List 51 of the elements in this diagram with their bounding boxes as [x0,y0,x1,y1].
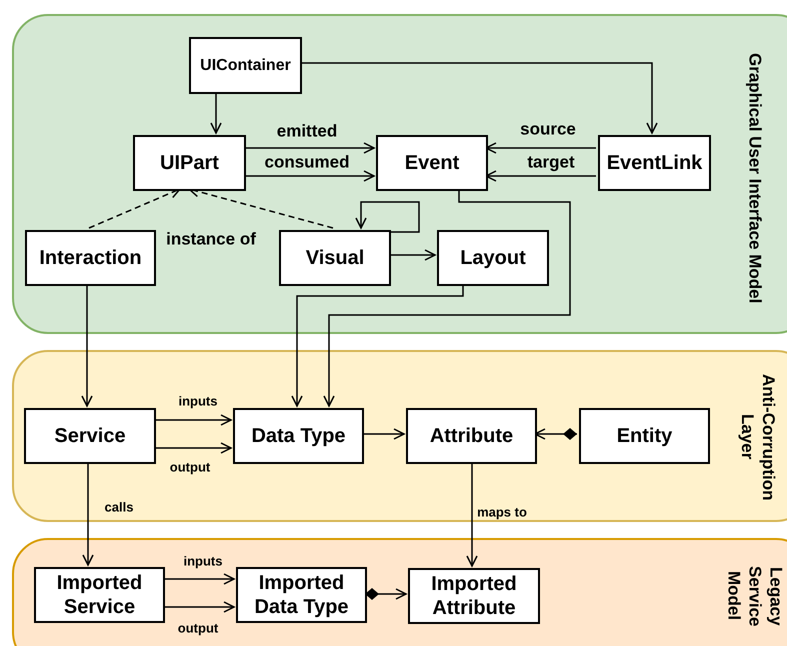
arrow [210,92,222,134]
class-box: UIContainer [189,37,302,94]
edge-label: inputs [184,552,222,570]
class-box: UIPart [133,135,246,191]
layer-panel [12,14,787,334]
note-text: instance of [166,228,256,250]
layer-panel [12,538,787,646]
arrow [163,573,235,585]
edge-label: output [178,619,218,638]
edge-label: maps to [477,503,527,522]
class-box: Imported Data Type [236,567,367,623]
class-box: Interaction [25,230,156,286]
arrow [163,601,235,613]
layer-panel [12,350,787,522]
arrow [291,284,464,407]
edge-label: inputs [178,392,218,410]
arrow [485,142,596,154]
edge-label: emitted [276,120,338,142]
arrow [244,170,375,182]
arrow [82,462,94,566]
arrow [81,284,93,407]
panel-title: Graphical User Interface Model [744,52,766,304]
arrow [323,189,571,407]
arrow [389,249,436,261]
arrow [466,462,478,567]
class-box: Event [376,135,488,191]
arrow [365,588,407,600]
arrow [485,170,596,182]
arrow [355,201,420,233]
arrow [154,414,232,426]
panel-title: Legacy Service Model [724,564,786,628]
class-box: Imported Attribute [408,568,540,624]
panel-title: Anti-Corruption Layer [737,372,779,502]
arrow [154,442,232,454]
class-box: Entity [579,408,710,464]
class-box: Imported Service [34,567,165,623]
class-box: Visual [279,230,391,286]
class-box: Layout [437,230,549,286]
edge-label: calls [104,498,134,516]
arrow [244,142,375,154]
class-box: Service [24,408,156,464]
class-box: Attribute [406,408,537,464]
class-box: Data Type [233,408,364,464]
edge-label: target [527,151,575,174]
class-box: EventLink [598,135,711,191]
edge-label: source [520,118,576,140]
edge-label: consumed [264,151,350,174]
arrow [362,428,405,440]
arrow [300,62,658,134]
edge-label: output [170,458,210,476]
arrow [534,428,577,440]
